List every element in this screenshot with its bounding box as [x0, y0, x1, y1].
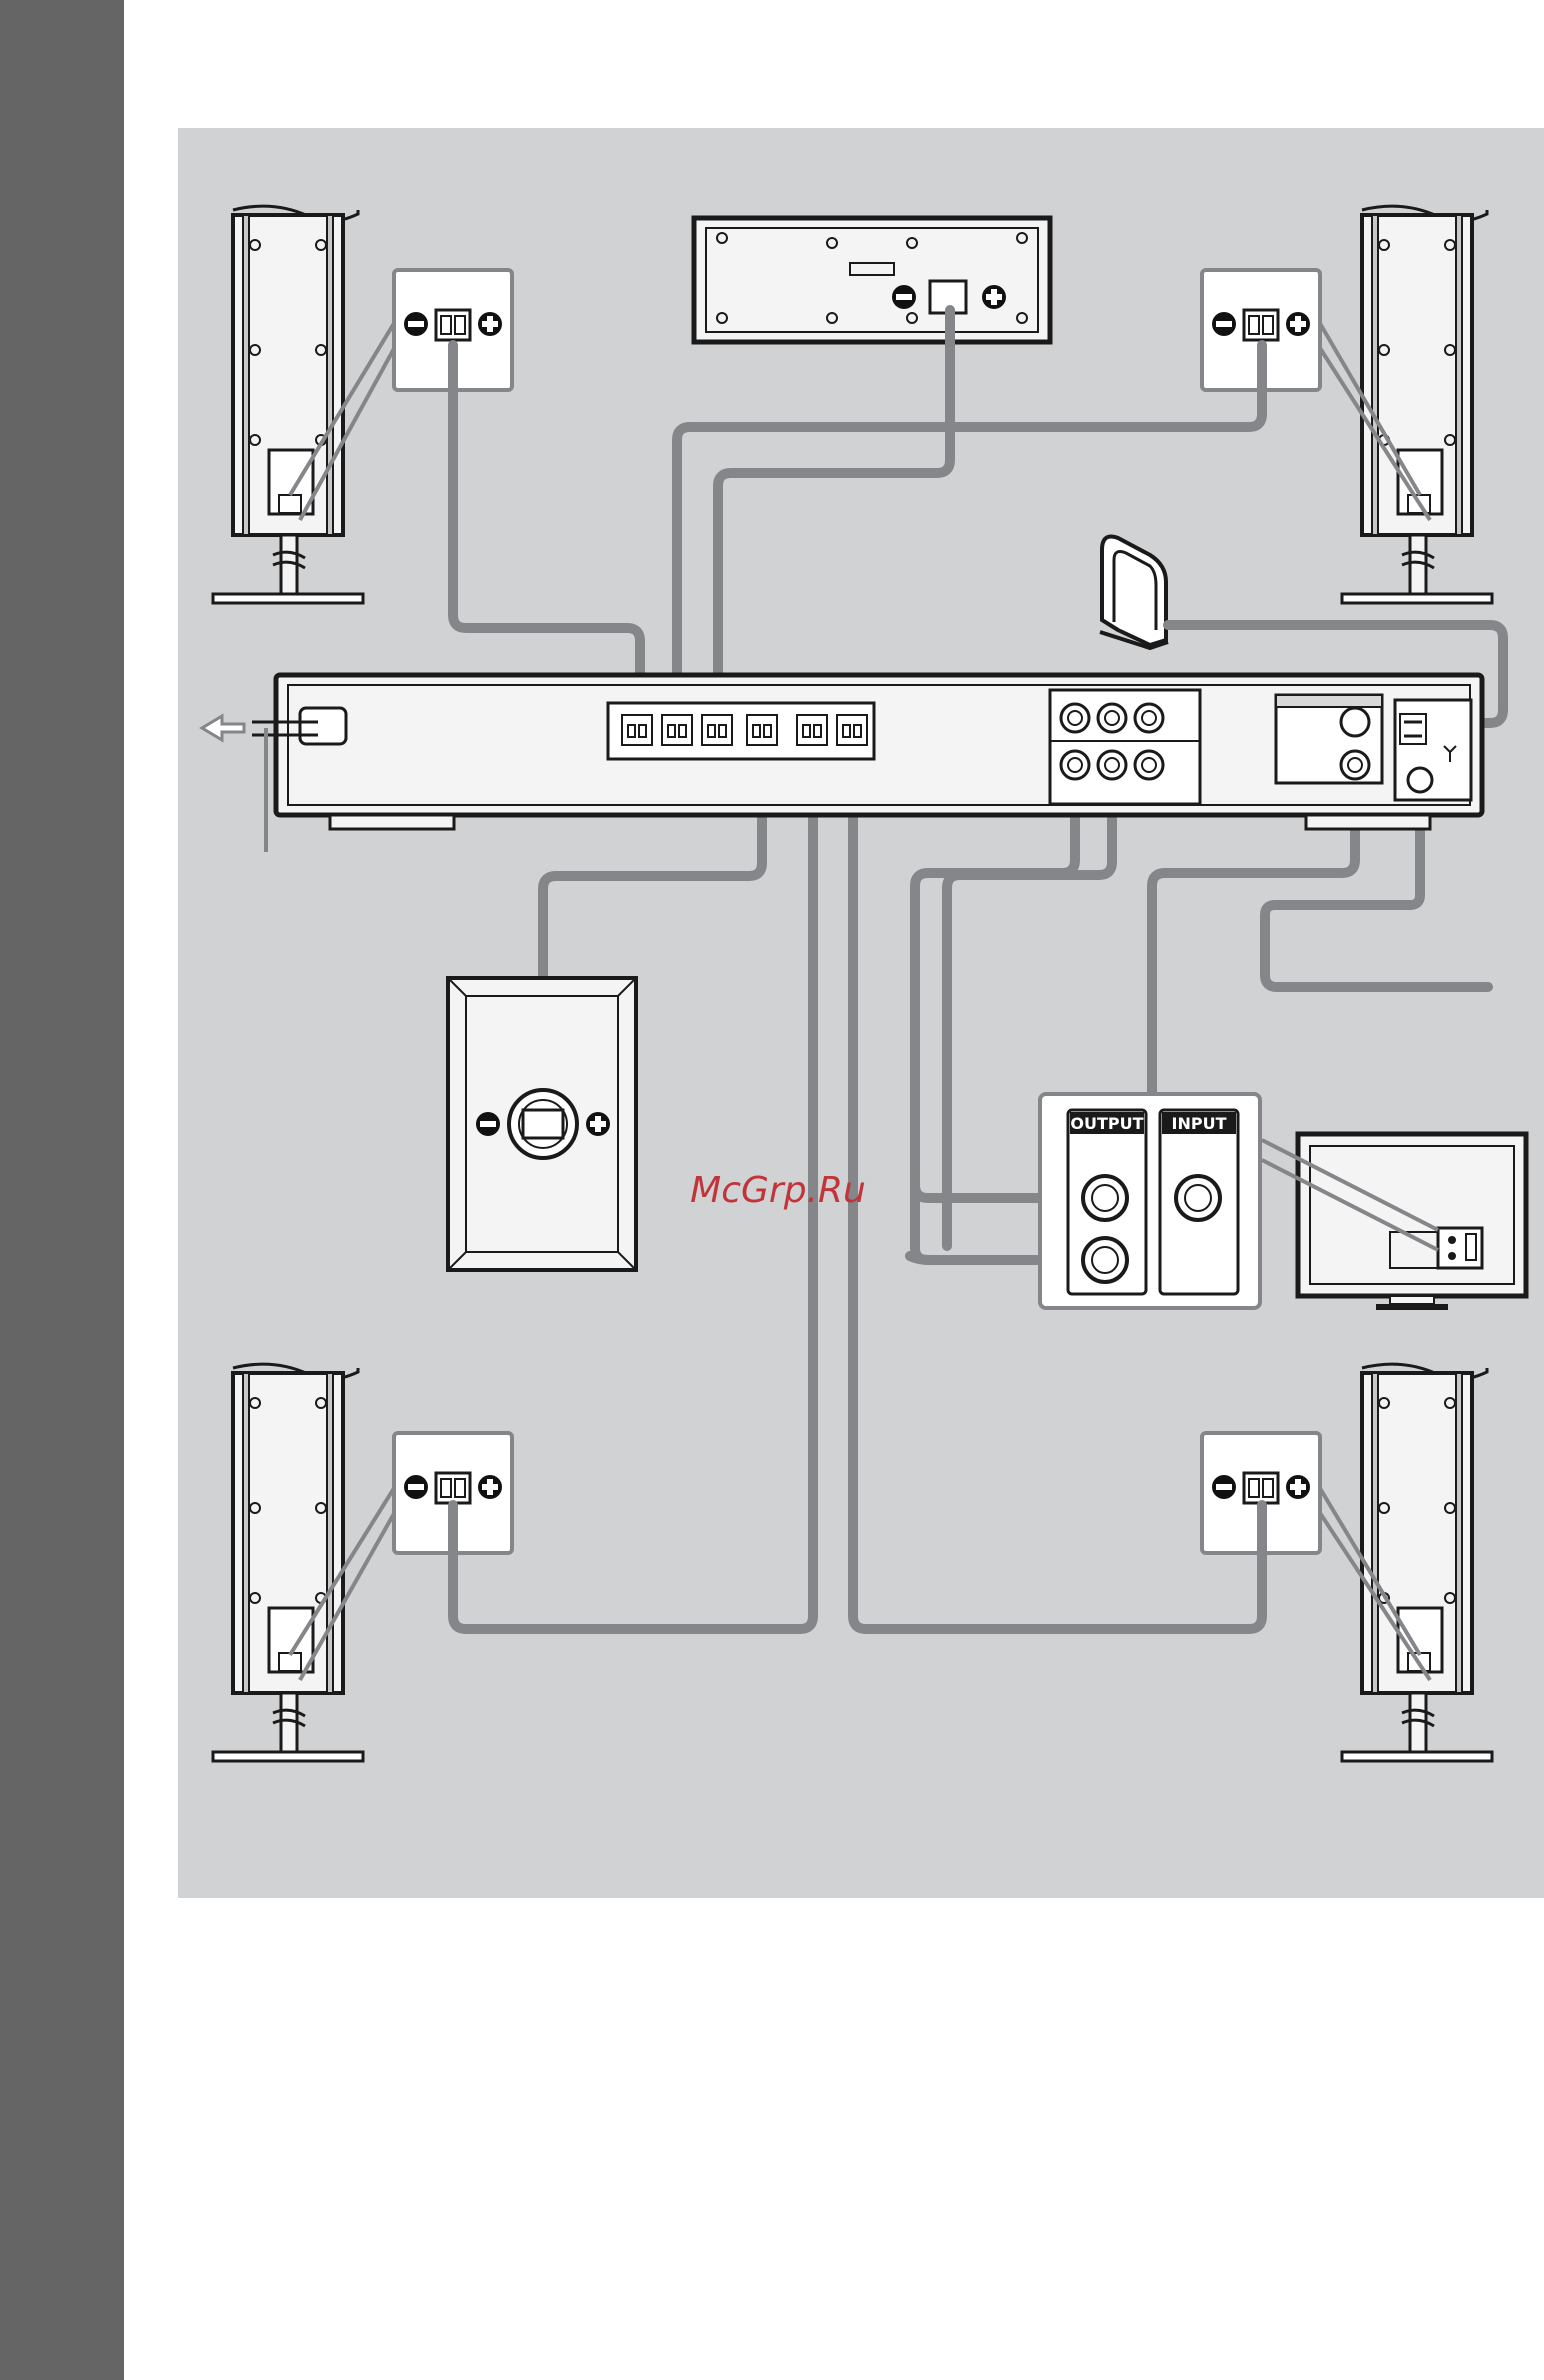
receiver-rear-panel — [202, 675, 1482, 852]
am-loop-antenna — [1100, 537, 1168, 649]
tv-output-label: OUTPUT — [1070, 1114, 1143, 1133]
watermark-text: McGrp.Ru — [690, 1170, 866, 1211]
cables — [453, 310, 1503, 1629]
tv-input-label: INPUT — [1172, 1114, 1227, 1133]
subwoofer — [448, 978, 636, 1270]
center-speaker — [694, 218, 1050, 342]
front-left-speaker — [213, 206, 363, 603]
plug-arrow-icon — [202, 716, 244, 740]
tv-jack-panel: OUTPUT INPUT — [1040, 1094, 1260, 1308]
front-right-speaker — [1342, 206, 1492, 603]
tv-set — [1262, 1134, 1526, 1310]
surround-left-speaker — [213, 1364, 363, 1761]
